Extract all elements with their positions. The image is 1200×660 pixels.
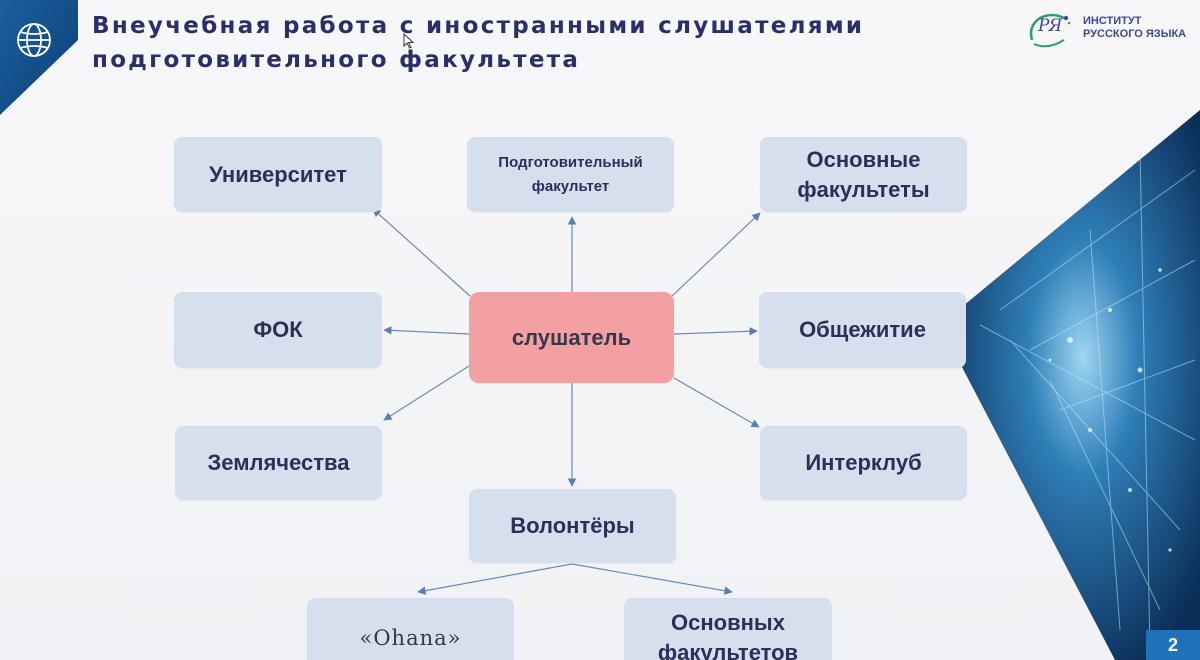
node-volontery: Волонтёры bbox=[469, 489, 676, 563]
title-line-2: подготовительного факультета bbox=[92, 47, 581, 73]
arrow-to-osnovnye bbox=[671, 212, 761, 297]
arrow-to-universitet bbox=[372, 208, 471, 297]
node-osnovnye-fakultety: Основные факультеты bbox=[760, 137, 967, 212]
node-osnovnyh-fakultetov: Основных факультетов bbox=[624, 598, 832, 660]
arrow-to-interklub bbox=[673, 377, 760, 428]
node-volontery-label: Волонтёры bbox=[510, 513, 635, 538]
node-obshchezhitie: Общежитие bbox=[759, 292, 966, 368]
node-ohana-label: «Ohana» bbox=[359, 626, 462, 650]
node-slushatel-label: слушатель bbox=[511, 324, 632, 350]
node-osnovnye-line-2: факультеты bbox=[797, 176, 930, 202]
node-universitet-label: Университет bbox=[209, 161, 347, 187]
arrow-to-fok bbox=[383, 326, 470, 335]
title-line-1: Внеучебная работа с иностранными слушате… bbox=[92, 13, 865, 39]
node-osnovnyh-line-1: Основных bbox=[671, 610, 785, 635]
node-interklub-label: Интерклуб bbox=[805, 450, 922, 475]
corner-badge bbox=[0, 0, 78, 115]
node-zemlyachestva: Землячества bbox=[175, 426, 382, 500]
node-osnovnye-text: Основные факультеты bbox=[797, 145, 929, 205]
tech-background-graphic bbox=[940, 110, 1200, 660]
logo-mark-letters: РЯ bbox=[1038, 16, 1062, 36]
arrow-to-obshchezhitie bbox=[673, 327, 758, 336]
logo-line-1: ИНСТИТУТ bbox=[1083, 15, 1142, 27]
arrow-to-ohana bbox=[417, 563, 573, 595]
node-slushatel: слушатель bbox=[469, 292, 674, 383]
node-podgot-text: Подготовительный факультет bbox=[498, 151, 642, 199]
node-fok: ФОК bbox=[174, 292, 382, 368]
node-osnovnye-line-1: Основные bbox=[806, 146, 921, 172]
logo-line-2: РУССКОГО ЯЗЫКА bbox=[1083, 28, 1187, 40]
page-title: Внеучебная работа с иностранными слушате… bbox=[92, 9, 912, 77]
node-zemlyachestva-label: Землячества bbox=[207, 450, 350, 475]
node-universitet: Университет bbox=[174, 137, 382, 212]
node-osnovnyh-line-2: факультетов bbox=[657, 640, 799, 660]
arrow-to-zemlyachestva bbox=[383, 365, 470, 421]
node-obshchezhitie-label: Общежитие bbox=[799, 317, 926, 342]
globe-icon bbox=[0, 0, 78, 115]
node-interklub: Интерклуб bbox=[760, 426, 967, 500]
node-osnovnyh-text: Основных факультетов bbox=[658, 608, 798, 660]
node-fok-label: ФОК bbox=[253, 317, 303, 342]
arrow-to-osnovnyh bbox=[571, 563, 733, 595]
node-podgotovitelnyi-fakultet: Подготовительный факультет bbox=[467, 137, 674, 212]
logo-text: ИНСТИТУТ РУССКОГО ЯЗЫКА bbox=[1083, 15, 1186, 41]
page-number-badge: 2 bbox=[1146, 630, 1200, 660]
institute-logo: РЯ ИНСТИТУТ РУССКОГО ЯЗЫКА bbox=[1026, 10, 1196, 50]
node-podgot-line-1: Подготовительный bbox=[498, 153, 643, 171]
node-podgot-line-2: факультет bbox=[531, 177, 610, 195]
mouse-cursor-icon bbox=[403, 33, 415, 49]
node-ohana: «Ohana» bbox=[307, 598, 514, 660]
logo-mark: РЯ bbox=[1026, 10, 1072, 50]
